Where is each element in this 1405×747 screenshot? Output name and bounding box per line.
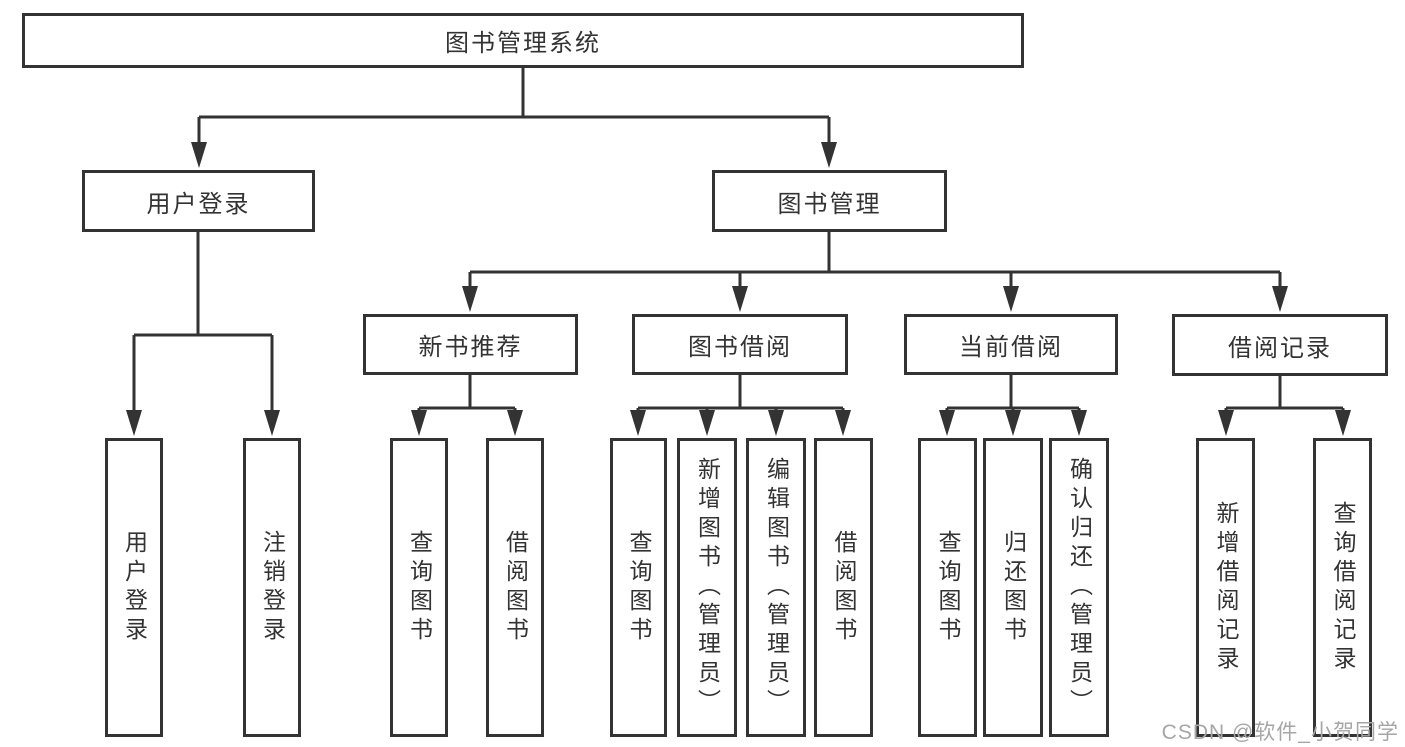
leaf-add-books-admin: 新增图书（管理员） bbox=[677, 438, 737, 737]
connector-book-borrow bbox=[630, 375, 851, 436]
leaf-add-borrow-record: 新增借阅记录 bbox=[1196, 438, 1255, 737]
connector-book-mgmt bbox=[462, 232, 1288, 312]
leaf-query-books-current: 查询图书 bbox=[918, 438, 977, 737]
node-book-management: 图书管理 bbox=[712, 170, 947, 232]
leaf-borrow-books-borrowing: 借阅图书 bbox=[814, 438, 873, 737]
leaf-query-books-borrowing: 查询图书 bbox=[610, 438, 667, 737]
leaf-edit-books-admin: 编辑图书（管理员） bbox=[746, 438, 806, 737]
leaf-borrow-books-recommend: 借阅图书 bbox=[486, 438, 544, 737]
node-library-system: 图书管理系统 bbox=[22, 13, 1024, 68]
connector-current-borrow bbox=[939, 375, 1087, 436]
leaf-confirm-return-admin: 确认归还（管理员） bbox=[1049, 438, 1109, 737]
node-borrowing-records: 借阅记录 bbox=[1172, 314, 1388, 376]
connector-root bbox=[191, 68, 837, 168]
leaf-return-books: 归还图书 bbox=[983, 438, 1043, 737]
node-new-book-recommend: 新书推荐 bbox=[363, 314, 578, 375]
leaf-query-books-recommend: 查询图书 bbox=[390, 438, 448, 737]
node-current-borrowing: 当前借阅 bbox=[904, 314, 1118, 375]
node-user-login: 用户登录 bbox=[82, 170, 315, 232]
leaf-query-borrow-record: 查询借阅记录 bbox=[1313, 438, 1372, 737]
node-book-borrowing: 图书借阅 bbox=[632, 314, 848, 375]
connector-new-book-rec bbox=[411, 375, 523, 436]
csdn-watermark: CSDN @软件_小贺同学 bbox=[1161, 721, 1399, 744]
leaf-user-login: 用户登录 bbox=[105, 438, 163, 737]
leaf-logout: 注销登录 bbox=[243, 438, 301, 737]
connector-user-login bbox=[126, 232, 280, 436]
connector-borrow-record bbox=[1218, 376, 1351, 436]
